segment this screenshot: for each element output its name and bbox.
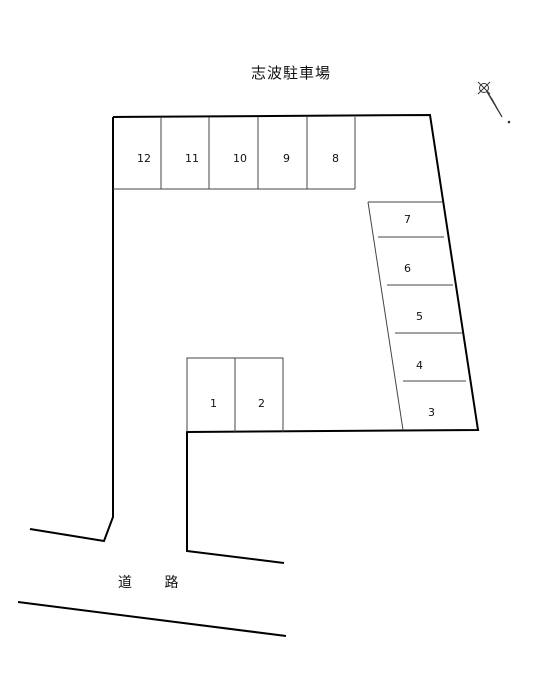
stall-number-5: 5 [416, 310, 423, 323]
top-stall-row [113, 117, 356, 190]
center-stall-block [186, 357, 284, 432]
north-arrow-icon [477, 81, 511, 124]
lot-boundary [29, 113, 480, 564]
stall-number-4: 4 [416, 359, 423, 372]
right-stall-column [367, 201, 466, 431]
stall-number-7: 7 [404, 213, 411, 226]
stall-number-9: 9 [283, 152, 290, 165]
stall-number-11: 11 [185, 152, 199, 165]
road-label: 道 路 [118, 575, 193, 591]
stall-number-2: 2 [258, 397, 265, 410]
road-edge-line [17, 601, 287, 637]
stall-number-12: 12 [137, 152, 151, 165]
stall-number-3: 3 [428, 406, 435, 419]
parking-lot-title: 志波駐車場 [250, 64, 331, 82]
stall-number-8: 8 [332, 152, 339, 165]
stall-number-6: 6 [404, 262, 411, 275]
stall-number-10: 10 [233, 152, 247, 165]
stall-number-1: 1 [210, 397, 217, 410]
